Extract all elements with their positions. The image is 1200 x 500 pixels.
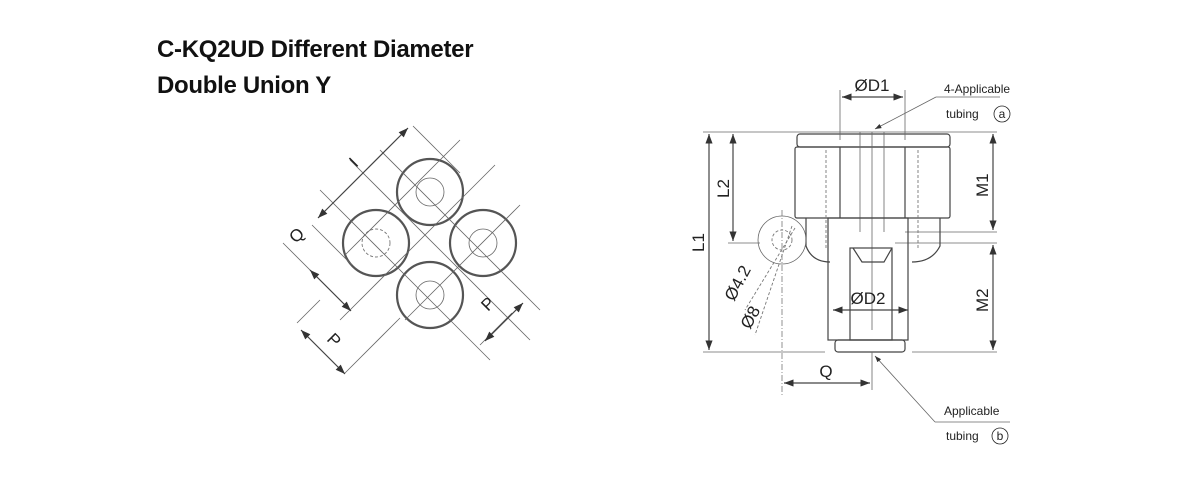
callout-a-line2: tubing	[946, 107, 979, 121]
callout-b-circle	[991, 427, 1009, 445]
dim-line-Q-left	[309, 269, 352, 312]
dim-label-L1: L1	[689, 233, 708, 252]
title-line-2: Double Union Y	[157, 72, 332, 99]
dim-label-hole-small: Ø4.2	[721, 262, 755, 303]
top-view: I Q P P	[282, 125, 541, 375]
dim-label-D2: ØD2	[851, 289, 886, 308]
ring-right	[448, 208, 518, 278]
ring-bottom	[395, 260, 465, 330]
ring-top	[395, 157, 465, 227]
side-view: L1 L2 M1 M2 ØD1 ØD2 Q Ø4.2 Ø8 4-Applicab…	[689, 76, 1011, 445]
callout-b-line1: Applicable	[944, 404, 1000, 418]
ring-left	[341, 208, 411, 278]
callout-a-line1: 4-Applicable	[944, 82, 1010, 96]
dim-line-P-left	[300, 329, 346, 375]
dim-line-I	[317, 127, 409, 219]
callout-b-line2: tubing	[946, 429, 979, 443]
dim-label-M1: M1	[973, 173, 992, 197]
callout-b-mark: b	[997, 429, 1004, 443]
callout-a-mark: a	[999, 107, 1006, 121]
dim-label-P-left: P	[323, 329, 344, 350]
callout-a-circle	[993, 105, 1011, 123]
title-line-1: C-KQ2UD Different Diameter	[157, 36, 474, 63]
dim-label-L2: L2	[714, 179, 733, 198]
dim-label-M2: M2	[973, 288, 992, 312]
dim-label-hole-large: Ø8	[737, 303, 764, 332]
dim-line-P-right	[484, 302, 524, 342]
dim-label-Q-right: Q	[819, 362, 832, 381]
dim-label-P-right: P	[477, 293, 498, 314]
dim-label-Q-left: Q	[285, 224, 308, 247]
dim-label-I: I	[345, 154, 362, 171]
dim-label-D1: ØD1	[855, 76, 890, 95]
